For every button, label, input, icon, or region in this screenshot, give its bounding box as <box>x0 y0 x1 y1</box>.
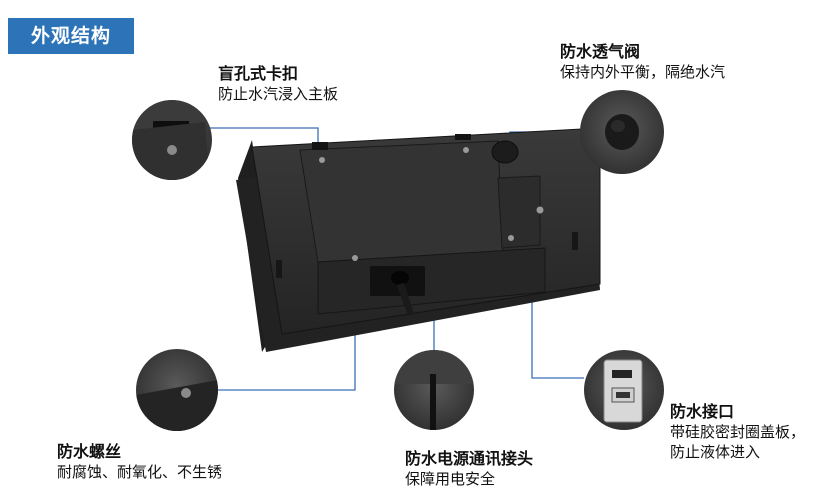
feature-desc: 保持内外平衡，隔绝水汽 <box>560 63 726 81</box>
feature-waterproof-port: 防水接口 带硅胶密封圈盖板， 防止液体进入 <box>670 402 805 462</box>
feature-desc-line1: 带硅胶密封圈盖板， <box>670 423 806 441</box>
feature-title: 盲孔式卡扣 <box>218 64 299 83</box>
feature-desc: 防止水汽浸入主板 <box>218 85 339 103</box>
feature-title: 防水电源通讯接头 <box>405 449 534 468</box>
feature-vent-valve: 防水透气阀 保持内外平衡，隔绝水汽 <box>560 42 725 82</box>
device-body <box>236 127 601 352</box>
feature-blind-clip: 盲孔式卡扣 防止水汽浸入主板 <box>218 64 338 104</box>
feature-title: 防水接口 <box>670 402 735 421</box>
feature-power-connector: 防水电源通讯接头 保障用电安全 <box>405 449 533 489</box>
zoom-waterproof-port <box>584 350 664 430</box>
feature-screw: 防水螺丝 耐腐蚀、耐氧化、不生锈 <box>57 442 222 482</box>
zoom-vent-valve <box>580 90 664 174</box>
feature-title: 防水螺丝 <box>57 442 122 461</box>
zoom-power-connector <box>394 350 474 430</box>
feature-desc: 耐腐蚀、耐氧化、不生锈 <box>57 463 223 481</box>
feature-title: 防水透气阀 <box>560 42 641 61</box>
section-title: 外观结构 <box>8 18 134 54</box>
zoom-blind-clip <box>132 100 212 180</box>
feature-desc-line2: 防止液体进入 <box>670 443 761 461</box>
feature-desc: 保障用电安全 <box>405 470 496 488</box>
zoom-screw <box>136 349 218 431</box>
